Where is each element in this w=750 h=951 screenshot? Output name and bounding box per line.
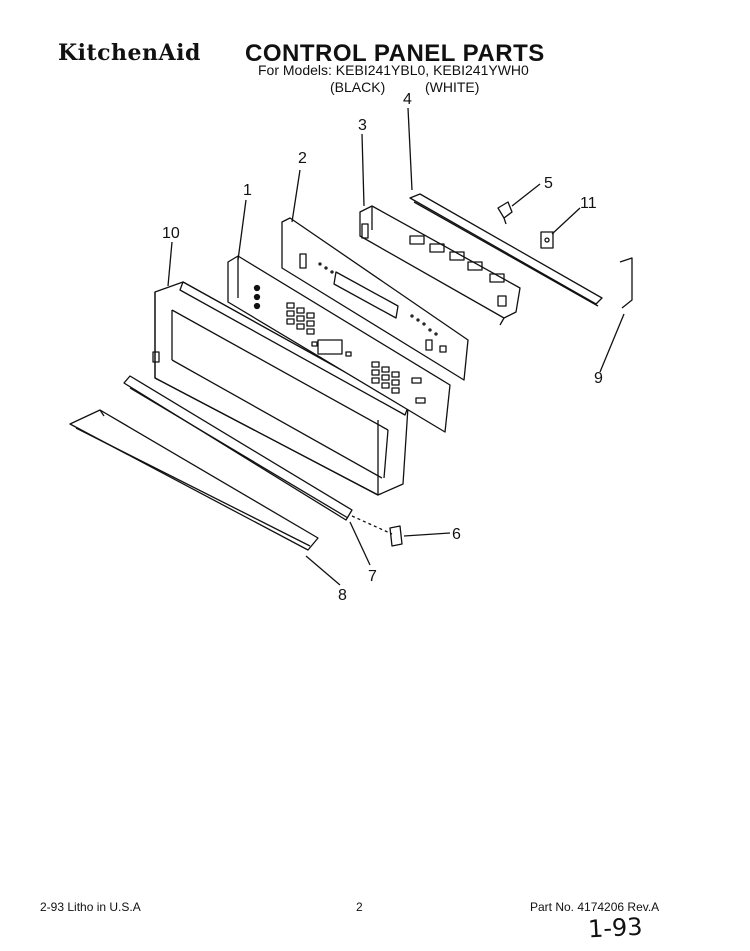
handwritten-date: 1-93 xyxy=(587,912,644,944)
part-11-bracket xyxy=(540,231,554,249)
callout-8: 8 xyxy=(338,587,347,604)
model-list: For Models: KEBI241YBL0, KEBI241YWH0 xyxy=(258,62,529,78)
callout-6: 6 xyxy=(452,526,461,543)
callout-2: 2 xyxy=(298,150,307,167)
page-title: CONTROL PANEL PARTS xyxy=(245,40,545,67)
part-8-bottom-panel xyxy=(69,409,319,551)
brand-logo: KitchenAid xyxy=(58,40,201,66)
callout-7: 7 xyxy=(368,568,377,585)
part-4-trim-strip xyxy=(409,193,603,307)
callout-9: 9 xyxy=(594,370,603,387)
part-1-front-panel xyxy=(227,255,451,433)
callout-1: 1 xyxy=(243,182,252,199)
callout-labels: 1 2 3 4 5 6 7 8 9 10 11 xyxy=(162,91,603,604)
footer-page-number: 2 xyxy=(356,900,363,914)
callout-10: 10 xyxy=(162,225,180,242)
overlay-dots xyxy=(318,262,438,336)
part-2-overlay xyxy=(281,217,469,381)
variant-white-label: (WHITE) xyxy=(425,79,480,95)
leader-lines xyxy=(167,107,625,586)
callout-4: 4 xyxy=(403,91,412,108)
callout-11: 11 xyxy=(580,195,597,212)
footer-litho: 2-93 Litho in U.S.A xyxy=(40,900,141,914)
part-10-housing xyxy=(152,281,409,496)
part-3-control-board xyxy=(359,205,521,326)
part-6-clip xyxy=(351,515,403,547)
variant-black-label: (BLACK) xyxy=(330,79,386,95)
footer-part-number: Part No. 4174206 Rev.A xyxy=(530,900,660,914)
part-5-clip xyxy=(497,201,513,225)
callout-3: 3 xyxy=(358,117,367,134)
front-panel-button-grid xyxy=(286,302,426,404)
part-9-hook xyxy=(619,257,633,309)
callout-5: 5 xyxy=(544,175,553,192)
part-7-lower-trim xyxy=(123,375,353,521)
